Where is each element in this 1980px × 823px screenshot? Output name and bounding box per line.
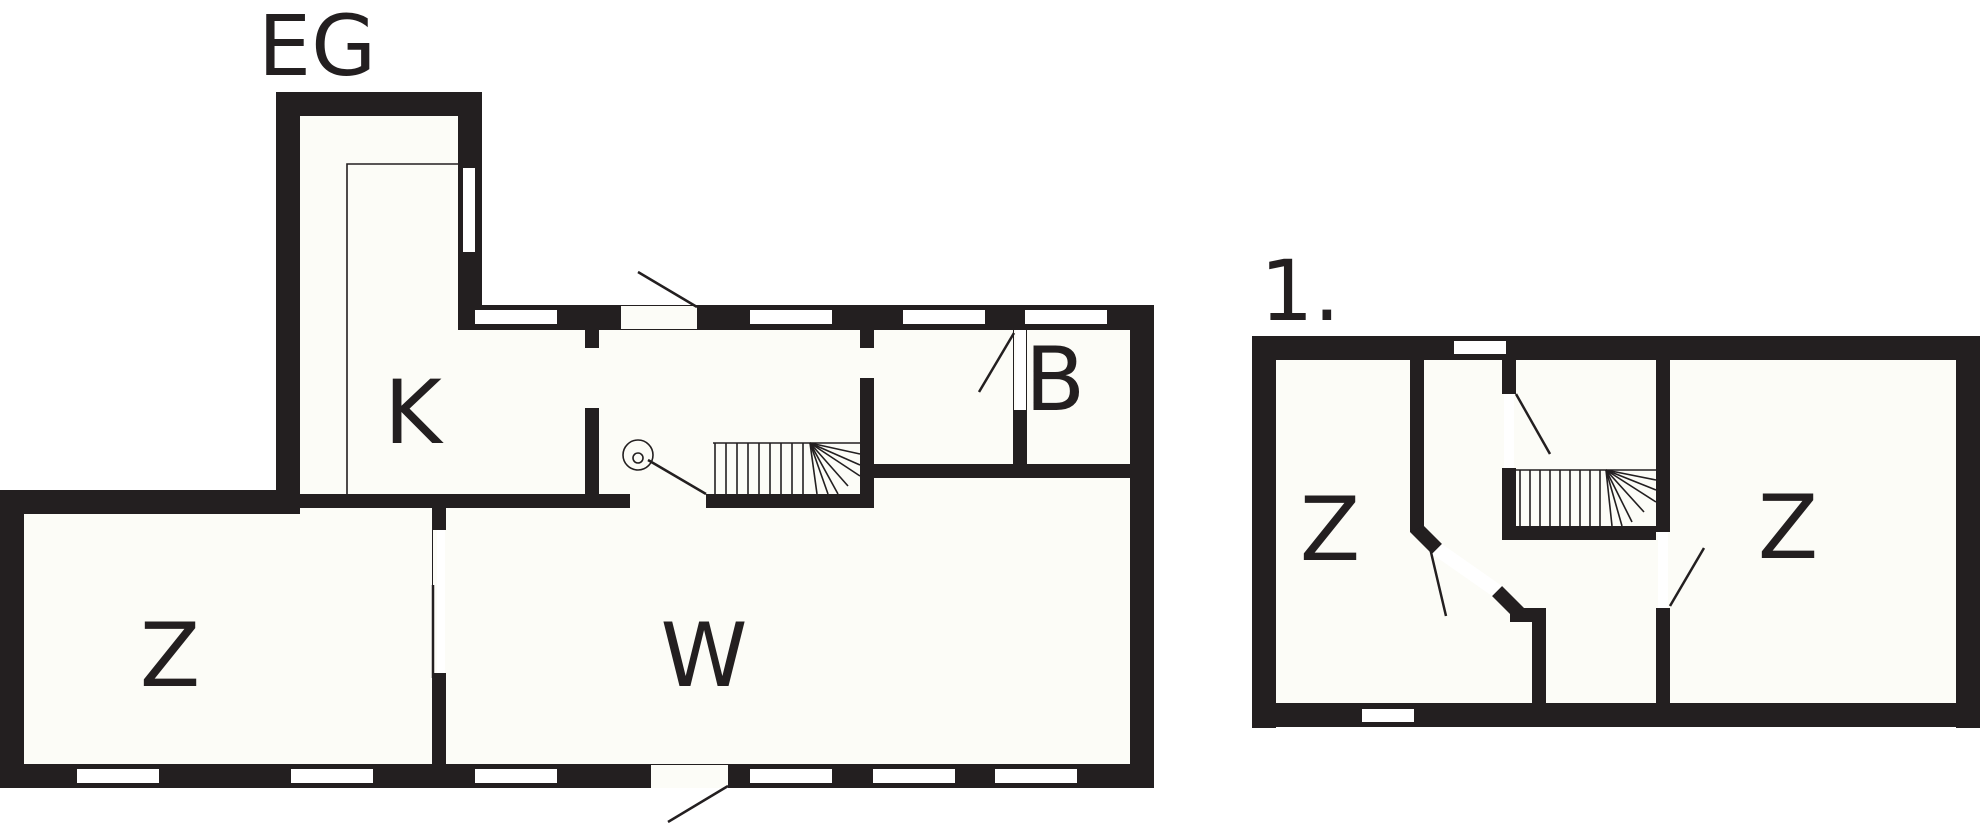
upper-floor-plan: 1. Z Z [1252,242,1980,728]
ground-floor-windows [77,168,1107,783]
chimney-symbol [622,439,654,471]
room-label-bath: B [1025,328,1085,431]
floor-label-first-floor: 1. [1260,242,1340,340]
upper-floor-interior-walls [1410,360,1670,708]
upper-floor-doors [1428,393,1706,617]
upper-floor-staircase [1516,469,1657,527]
upper-floor-windows [1362,341,1506,722]
room-label-kitchen: K [384,361,444,464]
room-label-room-eg: Z [140,604,200,707]
floor-label-eg: EG [258,0,376,95]
kitchen-counter-outline [346,163,458,494]
ground-floor-doors [431,270,1026,823]
ground-floor-exterior-walls [0,92,1154,788]
room-label-room-right: Z [1758,476,1818,579]
room-label-living: W [660,604,747,707]
ground-floor-plan: EG K B Z W [0,0,1154,823]
room-label-room-left: Z [1300,478,1360,581]
ground-floor-staircase [713,442,861,495]
